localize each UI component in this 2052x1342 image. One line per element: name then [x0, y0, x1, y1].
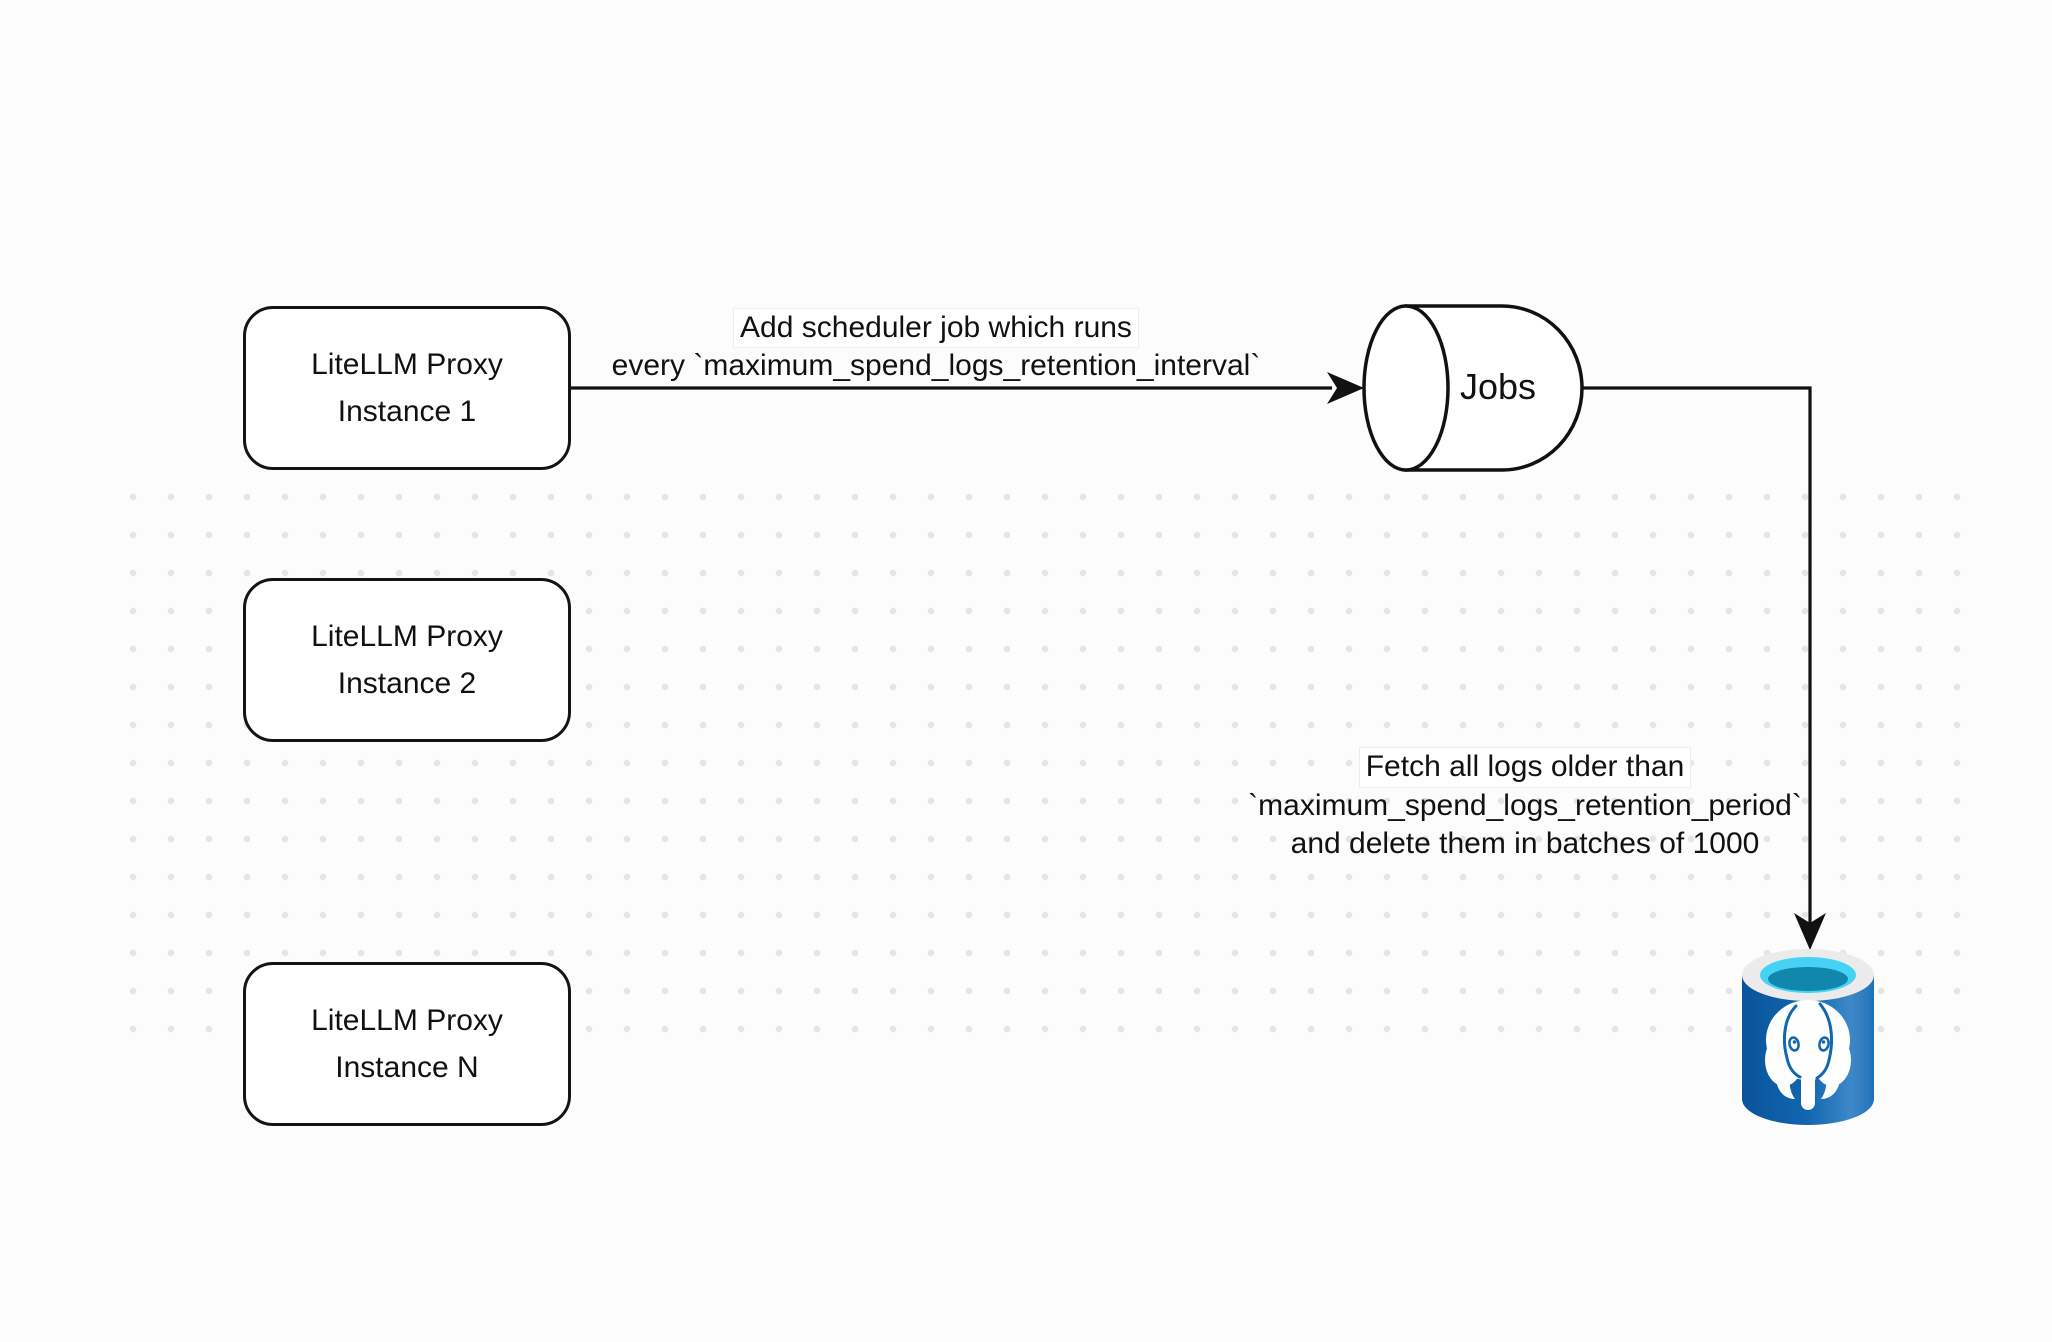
- node-litellm-proxy-instance-2: LiteLLM Proxy Instance 2: [243, 578, 571, 742]
- edge-label-schedule: Add scheduler job which runs every `maxi…: [586, 309, 1286, 385]
- node-label-line: LiteLLM Proxy: [311, 1004, 503, 1037]
- edge-label-line: Add scheduler job which runs: [734, 309, 1138, 347]
- node-label-line: Instance 2: [337, 667, 477, 700]
- jobs-queue-cylinder-icon: [1362, 304, 1584, 472]
- postgres-elephant-icon: [1765, 1000, 1851, 1110]
- node-litellm-proxy-instance-1: LiteLLM Proxy Instance 1: [243, 306, 571, 470]
- node-label-line: LiteLLM Proxy: [311, 348, 503, 381]
- edge-label-fetch: Fetch all logs older than `maximum_spend…: [1225, 748, 1825, 864]
- arrowhead-right-icon: [1327, 372, 1364, 404]
- arrowhead-down-icon: [1794, 913, 1826, 950]
- arrow-fetch: [1582, 386, 1826, 950]
- node-label-line: Instance 1: [337, 395, 477, 428]
- arrow-schedule: [571, 372, 1364, 404]
- edge-label-line: every `maximum_spend_logs_retention_inte…: [611, 349, 1261, 382]
- node-label-line: LiteLLM Proxy: [311, 620, 503, 653]
- edge-label-line: `maximum_spend_logs_retention_period`: [1248, 788, 1802, 822]
- jobs-node-label: Jobs: [1459, 366, 1537, 407]
- postgresql-database-icon: [1742, 949, 1874, 1125]
- edge-label-line: Fetch all logs older than: [1359, 748, 1691, 787]
- node-label-line: Instance N: [335, 1051, 479, 1084]
- node-litellm-proxy-instance-n: LiteLLM Proxy Instance N: [243, 962, 571, 1126]
- edge-label-line: and delete them in batches of 1000: [1290, 827, 1760, 860]
